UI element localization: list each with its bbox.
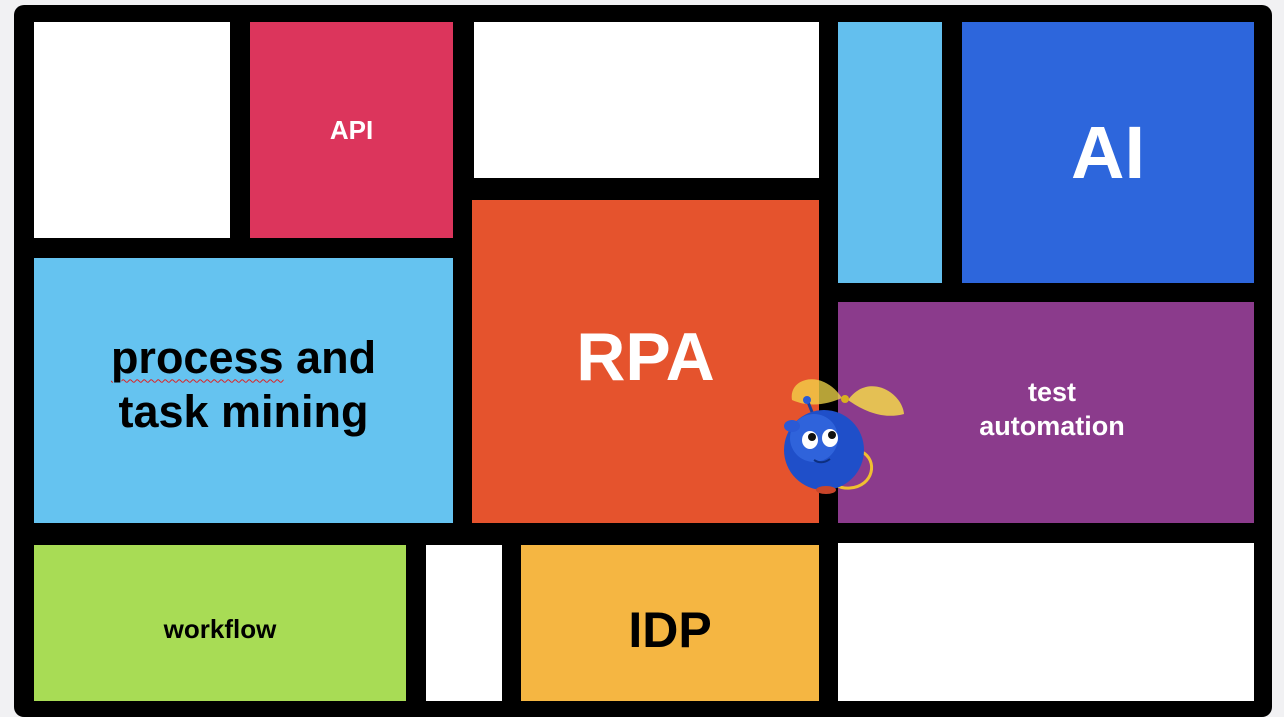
rpa-label: RPA — [576, 318, 715, 395]
process-mining-label: process and task mining — [111, 331, 376, 439]
blank-tile — [474, 22, 819, 178]
process-rest: and — [283, 331, 377, 383]
process-mining-tile: process and task mining — [34, 258, 453, 523]
ai-label: AI — [1071, 111, 1145, 194]
api-label: API — [329, 114, 374, 145]
test-automation-label: test automation — [979, 375, 1125, 443]
light-blue-tile — [838, 22, 942, 283]
test-line2: automation — [979, 410, 1125, 441]
test-automation-tile: test automation — [838, 302, 1254, 523]
rpa-tile: RPA — [472, 200, 819, 523]
api-tile: API — [250, 22, 453, 238]
blank-tile — [838, 543, 1254, 701]
idp-tile: IDP — [521, 545, 819, 701]
test-line1: test — [1027, 376, 1076, 407]
workflow-tile: workflow — [34, 545, 406, 701]
blank-tile — [34, 22, 230, 238]
idp-label: IDP — [628, 602, 712, 658]
ai-tile: AI — [962, 22, 1254, 283]
process-word: process — [110, 331, 284, 383]
workflow-label: workflow — [163, 613, 277, 644]
process-line2: task mining — [118, 385, 369, 437]
blank-tile — [426, 545, 502, 701]
blue-robot-mascot-icon — [784, 379, 904, 494]
